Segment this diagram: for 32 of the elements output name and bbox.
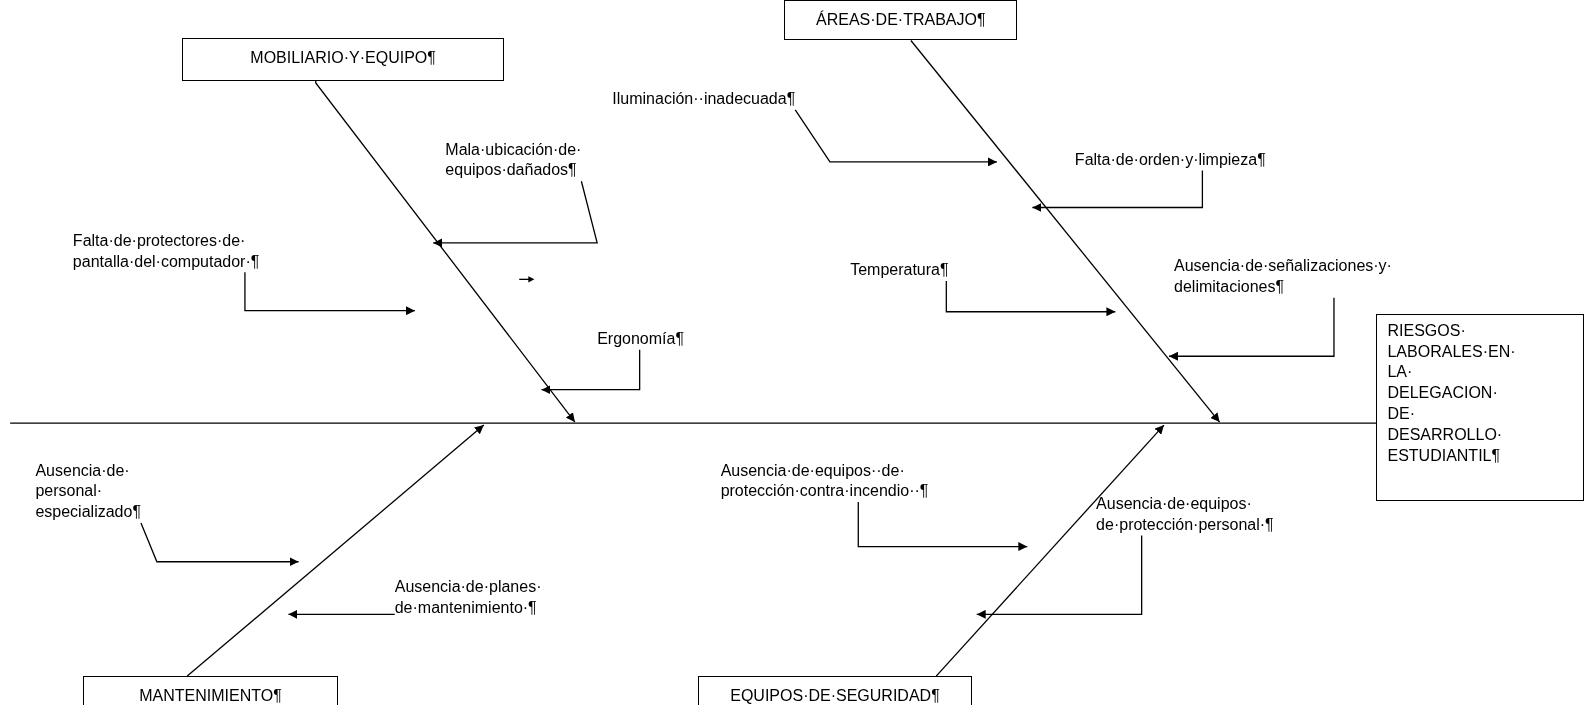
cause-text: Ergonomía¶: [597, 328, 684, 350]
cause-text: Ausencia·de· personal· especializado¶: [35, 460, 141, 523]
cause-text: Ausencia·de·planes· de·mantenimiento·¶: [394, 576, 542, 619]
cause-text: Ausencia·de·equipos··de· protección·contra·incendio··¶: [720, 460, 929, 503]
cause-text: Ausencia·de·equipos· de·protección·personal·¶: [1096, 493, 1274, 536]
arrow: [432, 180, 598, 248]
cause-text: Iluminación··inadecuada¶: [612, 89, 796, 110]
arrow: [976, 534, 1143, 619]
arrow: [244, 271, 416, 316]
arrow: [140, 522, 300, 567]
arrow: [794, 109, 998, 167]
category-box: MOBILIARIO·Y·EQUIPO¶: [182, 38, 504, 81]
arrow: [1031, 169, 1204, 212]
category-box: ÁREAS·DE·TRABAJO¶: [784, 0, 1018, 41]
arrow: [315, 80, 576, 423]
cause-text: Falta·de·protectores·de· pantalla·del·computador·¶: [72, 230, 260, 273]
arrow: [186, 424, 485, 677]
cause-text: Falta·de·orden·y·limpieza¶: [1074, 149, 1266, 171]
arrow: [287, 609, 396, 619]
arrow: [1168, 297, 1335, 361]
category-box: MANTENIMIENTO¶: [83, 676, 339, 705]
arrow: [540, 349, 641, 395]
spine-line: [9, 422, 1378, 424]
arrow: [910, 39, 1221, 423]
cause-text: Ausencia·de·señalizaciones·y· delimitaciones¶: [1174, 256, 1392, 298]
arrow: [935, 424, 1165, 677]
category-box: EQUIPOS·DE·SEGURIDAD¶: [698, 676, 972, 705]
arrow: [945, 280, 1116, 317]
effect-box: RIESGOS· LABORALES·EN· LA· DELEGACION· DE· DESARROLLO· ESTUDIANTIL¶: [1376, 313, 1584, 501]
cause-text: Temperatura¶: [850, 260, 949, 281]
cause-text: Mala·ubicación·de· equipos·dañados¶: [445, 139, 582, 182]
arrow: [857, 501, 1028, 552]
